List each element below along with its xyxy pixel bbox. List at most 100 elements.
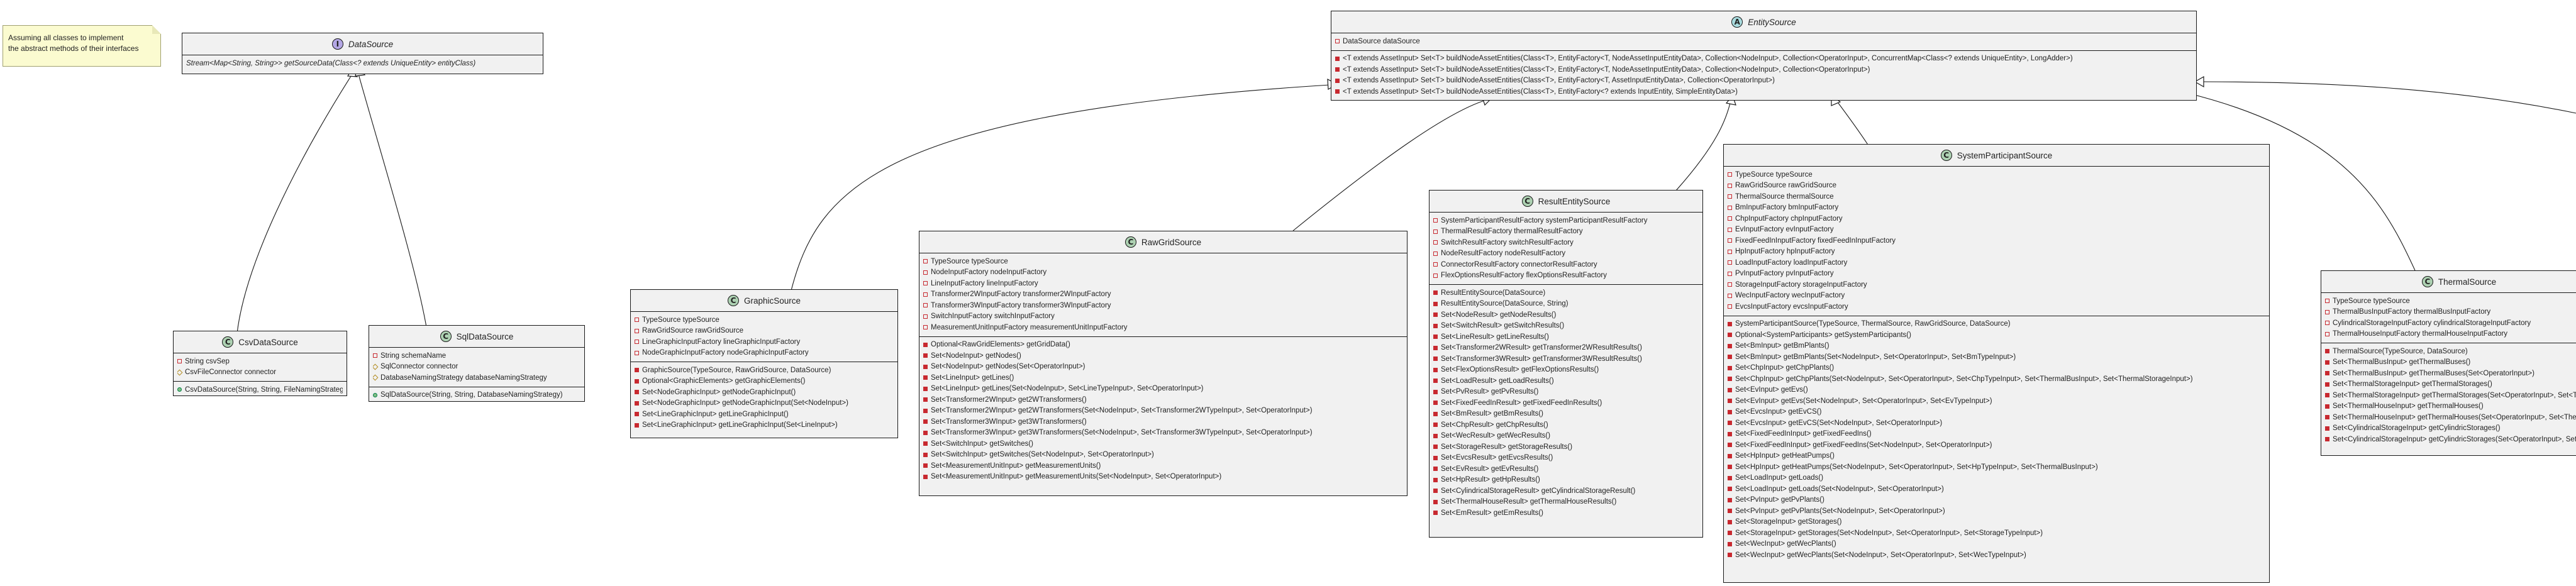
systemparticipantsource-member-text: Set<FixedFeedInInput> getFixedFeedIns(): [1735, 430, 1872, 438]
thermalsource-member-text: ThermalHouseInputFactory thermalHouseInp…: [2333, 330, 2508, 338]
csvdatasource-member-text: CsvFileConnector connector: [185, 368, 277, 377]
systemparticipantsource-member-text: RawGridSource rawGridSource: [1735, 182, 1837, 190]
datasource-header: I DataSource: [182, 33, 543, 55]
private-method-visibility-icon: [1728, 497, 1732, 502]
sqldatasource-title: SqlDataSource: [456, 331, 514, 341]
private-method-visibility-icon: [1433, 499, 1438, 504]
sqldatasource-member-text: DatabaseNamingStrategy databaseNamingStr…: [380, 373, 547, 382]
resultentitysource-member-text: ThermalResultFactory thermalResultFactor…: [1441, 228, 1583, 236]
systemparticipantsource-member: BmInputFactory bmInputFactory: [1728, 202, 2265, 214]
graphicsource-member: Set<LineGraphicInput> getLineGraphicInpu…: [635, 409, 894, 420]
note-line-1: Assuming all classes to implement: [8, 33, 124, 42]
thermalsource-member-text: Set<ThermalHouseInput> getThermalHouses(…: [2333, 413, 2576, 421]
resultentitysource-member-text: Set<SwitchResult> getSwitchResults(): [1441, 322, 1565, 330]
systemparticipantsource-member: EvInputFactory evInputFactory: [1728, 224, 2265, 236]
private-visibility-icon: [1728, 271, 1732, 276]
private-visibility-icon: [923, 292, 928, 297]
private-visibility-icon: [1728, 205, 1732, 210]
rawgridsource-member: Optional<RawGridElements> getGridData(): [923, 340, 1403, 351]
datasource-title: DataSource: [348, 39, 394, 49]
thermalsource-member: Set<CylindricalStorageInput> getCylindri…: [2325, 434, 2576, 445]
graphicsource-member: Set<NodeGraphicInput> getNodeGraphicInpu…: [635, 387, 894, 398]
interface-stereotype-icon: I: [331, 38, 343, 50]
class-stereotype-icon: C: [2421, 276, 2433, 287]
resultentitysource-member-text: ResultEntitySource(DataSource, String): [1441, 300, 1568, 308]
thermalsource-member: TypeSource typeSource: [2325, 296, 2576, 307]
resultentitysource-member: Set<EmResult> getEmResults(): [1433, 507, 1699, 519]
private-visibility-icon: [635, 318, 639, 323]
resultentitysource-member: Set<Transformer2WResult> getTransformer2…: [1433, 343, 1699, 354]
graphicsource-member: RawGridSource rawGridSource: [635, 326, 894, 337]
thermalsource-member-text: Set<ThermalStorageInput> getThermalStora…: [2333, 391, 2576, 399]
private-method-visibility-icon: [1728, 553, 1732, 558]
systemparticipantsource-member-text: Set<EvcsInput> getEvCS(Set<NodeInput>, S…: [1735, 419, 1943, 427]
systemparticipantsource-member: HpInputFactory hpInputFactory: [1728, 246, 2265, 258]
rawgridsource-member: Set<MeasurementUnitInput> getMeasurement…: [923, 472, 1403, 483]
graphicsource-methods: GraphicSource(TypeSource, RawGridSource,…: [631, 362, 897, 434]
private-method-visibility-icon: [1728, 399, 1732, 404]
thermalsource-member: Set<ThermalBusInput> getThermalBuses(): [2325, 357, 2576, 368]
private-visibility-icon: [1728, 172, 1732, 177]
rawgridsource-member-text: Transformer2WInputFactory transformer2WI…: [931, 290, 1111, 299]
private-method-visibility-icon: [2325, 393, 2329, 398]
private-method-visibility-icon: [1433, 423, 1438, 428]
thermalsource-member: CylindricalStorageInputFactory cylindric…: [2325, 318, 2576, 329]
systemparticipantsource-member: StorageInputFactory storageInputFactory: [1728, 279, 2265, 290]
private-visibility-icon: [373, 353, 377, 358]
resultentitysource-member-text: Set<WecResult> getWecResults(): [1441, 432, 1551, 440]
private-method-visibility-icon: [1433, 379, 1438, 384]
private-method-visibility-icon: [1728, 519, 1732, 524]
class-stereotype-icon: C: [440, 331, 452, 342]
datasource-methods: Stream<Map<String, String>> getSourceDat…: [182, 55, 543, 72]
resultentitysource-member: ResultEntitySource(DataSource, String): [1433, 299, 1699, 310]
resultentitysource-member: Set<CylindricalStorageResult> getCylindr…: [1433, 485, 1699, 497]
systemparticipantsource-member-text: Set<BmInput> getBmPlants(): [1735, 342, 1829, 350]
thermalsource-member: Set<ThermalHouseInput> getThermalHouses(…: [2325, 412, 2576, 423]
systemparticipantsource-member-text: PvInputFactory pvInputFactory: [1735, 270, 1834, 278]
systemparticipantsource-member-text: ChpInputFactory chpInputFactory: [1735, 214, 1843, 223]
graphicsource-member: Set<LineGraphicInput> getLineGraphicInpu…: [635, 420, 894, 431]
thermalsource-member-text: Set<ThermalHouseInput> getThermalHouses(…: [2333, 402, 2484, 411]
systemparticipantsource-member-text: ThermalSource thermalSource: [1735, 192, 1834, 201]
private-method-visibility-icon: [1728, 431, 1732, 436]
rawgridsource-member-text: NodeInputFactory nodeInputFactory: [931, 268, 1047, 277]
entitysource-member: <T extends AssetInput> Set<T> buildNodeA…: [1335, 53, 2192, 65]
private-method-visibility-icon: [1433, 467, 1438, 472]
entitysource-member: <T extends AssetInput> Set<T> buildNodeA…: [1335, 75, 2192, 87]
private-method-visibility-icon: [2325, 382, 2329, 387]
systemparticipantsource-member-text: Set<EvInput> getEvs(): [1735, 386, 1808, 394]
private-method-visibility-icon: [923, 353, 928, 358]
private-method-visibility-icon: [923, 452, 928, 457]
systemparticipantsource-member-text: HpInputFactory hpInputFactory: [1735, 248, 1835, 256]
private-method-visibility-icon: [1728, 355, 1732, 360]
thermalsource-member: Set<ThermalStorageInput> getThermalStora…: [2325, 390, 2576, 401]
private-visibility-icon: [1728, 216, 1732, 221]
systemparticipantsource-member: SystemParticipantSource(TypeSource, Ther…: [1728, 319, 2265, 330]
private-method-visibility-icon: [1728, 475, 1732, 480]
private-visibility-icon: [2325, 309, 2329, 314]
abstract-stereotype-icon: A: [1731, 16, 1743, 28]
rawgridsource-member-text: Set<MeasurementUnitInput> getMeasurement…: [931, 462, 1101, 470]
graphicsource-member-text: LineGraphicInputFactory lineGraphicInput…: [642, 338, 801, 346]
systemparticipantsource-member-text: EvcsInputFactory evcsInputFactory: [1735, 302, 1848, 311]
graphicsource-member-text: Optional<GraphicElements> getGraphicElem…: [642, 377, 806, 385]
systemparticipantsource-member: ThermalSource thermalSource: [1728, 191, 2265, 202]
entitysource-member: <T extends AssetInput> Set<T> buildNodeA…: [1335, 86, 2192, 97]
resultentitysource-member: Set<SwitchResult> getSwitchResults(): [1433, 321, 1699, 332]
resultentitysource-member-text: Set<CylindricalStorageResult> getCylindr…: [1441, 487, 1636, 495]
resultentitysource-member-text: SystemParticipantResultFactory systemPar…: [1441, 216, 1648, 224]
edge-rawgridsource-entitysource: [1292, 100, 1485, 231]
systemparticipantsource-member-text: WecInputFactory wecInputFactory: [1735, 292, 1845, 300]
thermalsource-member-text: Set<CylindricalStorageInput> getCylindri…: [2333, 424, 2501, 433]
systemparticipantsource-title: SystemParticipantSource: [1957, 150, 2053, 160]
